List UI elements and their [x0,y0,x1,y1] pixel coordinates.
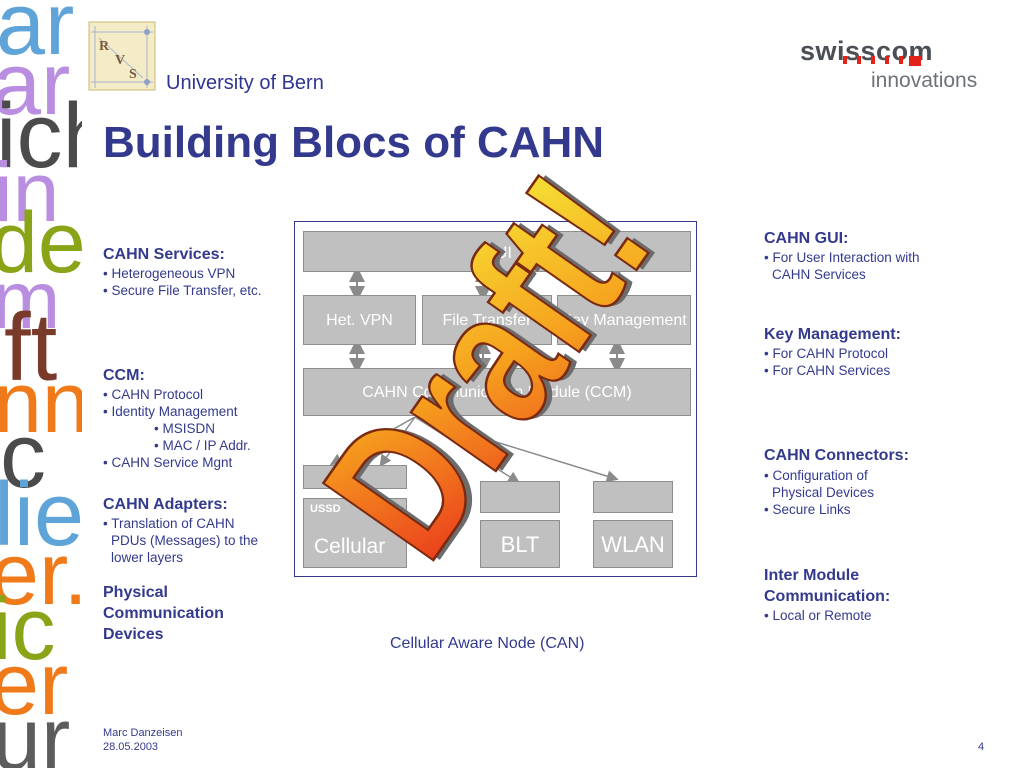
arrow-ccm-ussd [329,416,416,465]
cahn-connectors-item: Physical Devices [772,485,875,500]
ussd-adapter-block [303,465,351,489]
cahn-adapters-item: PDUs (Messages) to the [111,533,259,548]
ccm-item: • CAHN Service Mgnt [103,455,233,470]
sms-label: SMS [366,503,390,515]
ccm-subitem: • MAC / IP Addr. [154,438,251,453]
cahn-connectors-item: • Secure Links [764,502,851,517]
diagram-connectors [329,266,625,484]
cahn-connectors-item: • Configuration of [764,468,868,483]
blt-device-block: BLT [480,520,560,568]
cahn-gui-heading: CAHN GUI: [764,230,849,247]
ccm-item: • CAHN Protocol [103,387,204,402]
arrow-ccm-blt [414,416,521,484]
key-management-heading: Key Management: [764,326,901,343]
logo-letter-v: V [115,53,125,68]
slide-title: Building Blocs of CAHN [103,118,605,167]
sms-adapter-block [359,465,407,489]
ccm-block: CAHN Communication Module (CCM) [303,368,691,416]
rvs-logo: R V S [88,21,156,91]
university-name: University of Bern [166,72,324,94]
key-management-block: Key Management [557,295,691,345]
footer-author: Marc Danzeisen [103,727,183,739]
footer-date: 28.05.2003 [103,741,159,753]
arrow-ccm-wlan [414,416,619,482]
draft-stamp: Draft! Draft! [282,160,697,590]
physical-devices-heading: Devices [103,626,164,643]
cahn-services-item: • Secure File Transfer, etc. [103,283,262,298]
cellular-label: Cellular [314,535,386,558]
het-vpn-block: Het. VPN [303,295,416,345]
swisscom-innovations-text: innovations [871,69,978,92]
physical-devices-heading: Communication [103,605,224,622]
diagram-caption: Cellular Aware Node (CAN) [390,635,585,652]
cahn-adapters-item: • Translation of CAHN [103,516,235,531]
footer-page-number: 4 [978,741,985,753]
cahn-adapters-item: lower layers [111,550,184,565]
cahn-gui-item: CAHN Services [772,267,866,282]
swisscom-logo-bars [843,56,921,66]
cellular-device-block: USSD SMS Cellular [303,498,407,568]
key-management-item: • For CAHN Protocol [764,346,889,361]
cahn-gui-item: • For User Interaction with [764,250,920,265]
blt-adapter-block [480,481,560,513]
cahn-services-item: • Heterogeneous VPN [103,266,236,281]
gui-block: GUI [303,231,691,272]
ccm-item: • Identity Management [103,404,238,419]
can-diagram: GUI Het. VPN File Transfer Key Managemen… [294,221,697,577]
wlan-device-block: WLAN [593,520,673,568]
inter-module-heading: Inter Module [764,567,860,584]
decorative-letter-strip: ar ar ich in de m ft nn c lie er. ic er … [0,0,82,768]
ussd-label: USSD [310,503,341,515]
inter-module-heading: Communication: [764,588,891,605]
ccm-subitem: • MSISDN [154,421,215,436]
draft-stamp-text: Draft! [283,160,691,590]
logo-letter-s: S [129,67,137,82]
arrow-ccm-sms [379,416,416,467]
logo-letter-r: R [99,39,110,54]
file-transfer-block: File Transfer [422,295,552,345]
cahn-services-heading: CAHN Services: [103,246,225,263]
ccm-heading: CCM: [103,367,145,384]
cahn-adapters-heading: CAHN Adapters: [103,496,228,513]
wlan-adapter-block [593,481,673,513]
inter-module-item: • Local or Remote [764,608,872,623]
key-management-item: • For CAHN Services [764,363,891,378]
cahn-connectors-heading: CAHN Connectors: [764,447,909,464]
physical-devices-heading: Physical [103,584,168,601]
